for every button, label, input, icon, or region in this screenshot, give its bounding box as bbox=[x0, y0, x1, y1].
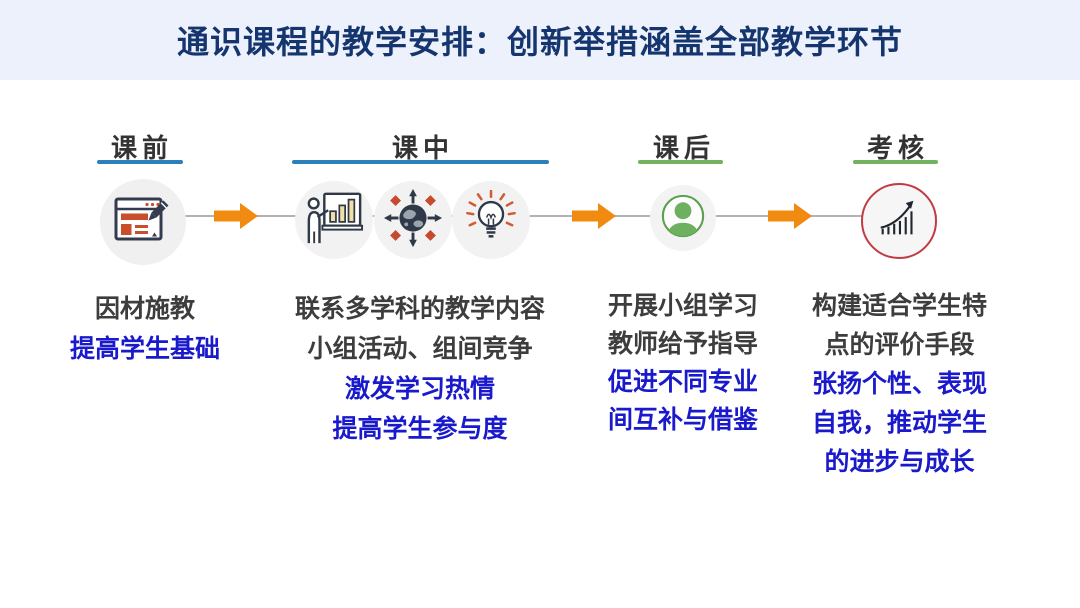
flow-arrow-icon bbox=[768, 203, 812, 229]
pre-class-underline bbox=[97, 160, 183, 164]
in-class-node-presenter bbox=[295, 181, 373, 259]
globe-arrows-icon bbox=[382, 187, 444, 254]
pre-class-node bbox=[100, 179, 186, 265]
growth-chart-icon bbox=[875, 195, 923, 248]
note-line: 教师给予指导 bbox=[607, 330, 758, 358]
after-class-node bbox=[650, 185, 716, 251]
stage-label-after-class: 课后 bbox=[652, 133, 716, 163]
stage-label-assessment: 考核 bbox=[866, 133, 930, 163]
in-class-node-globe bbox=[374, 181, 452, 259]
note-line: 点的评价手段 bbox=[824, 331, 975, 359]
title-banner: 通识课程的教学安排：创新举措涵盖全部教学环节 bbox=[0, 0, 1080, 80]
note-line: 自我，推动学生 bbox=[811, 409, 987, 437]
note-line: 提高学生参与度 bbox=[332, 415, 508, 443]
pre-class-notes: 因材施教 提高学生基础 bbox=[35, 289, 255, 369]
note-line: 小组活动、组间竞争 bbox=[307, 335, 533, 363]
note-line: 联系多学科的教学内容 bbox=[294, 295, 545, 323]
note-line: 张扬个性、表现 bbox=[811, 370, 987, 398]
after-class-underline bbox=[638, 160, 723, 164]
note-line: 因材施教 bbox=[94, 295, 195, 323]
flow-arrow-icon bbox=[572, 203, 616, 229]
assessment-notes: 构建适合学生特 点的评价手段 张扬个性、表现 自我，推动学生 的进步与成长 bbox=[797, 287, 1002, 482]
note-line: 间互补与借鉴 bbox=[607, 406, 758, 434]
after-class-notes: 开展小组学习 教师给予指导 促进不同专业 间互补与借鉴 bbox=[583, 287, 783, 439]
in-class-notes: 联系多学科的教学内容 小组活动、组间竞争 激发学习热情 提高学生参与度 bbox=[275, 289, 565, 449]
student-avatar-icon bbox=[660, 193, 706, 244]
note-line: 构建适合学生特 bbox=[811, 292, 987, 320]
in-class-underline bbox=[292, 160, 549, 164]
slide-title: 通识课程的教学安排：创新举措涵盖全部教学环节 bbox=[176, 24, 903, 60]
note-line: 开展小组学习 bbox=[607, 292, 758, 320]
note-line: 激发学习热情 bbox=[344, 375, 495, 403]
note-line: 促进不同专业 bbox=[607, 368, 758, 396]
presenter-chart-icon bbox=[304, 190, 364, 251]
assessment-underline bbox=[853, 160, 938, 164]
stage-label-in-class: 课中 bbox=[391, 133, 455, 163]
stage-label-pre-class: 课前 bbox=[110, 133, 174, 163]
in-class-node-lightbulb bbox=[452, 181, 530, 259]
flow-connector-line bbox=[143, 215, 937, 217]
flow-arrow-icon bbox=[214, 203, 258, 229]
note-line: 的进步与成长 bbox=[824, 448, 975, 476]
note-line: 提高学生基础 bbox=[69, 335, 220, 363]
assessment-node bbox=[861, 183, 937, 259]
lightbulb-icon bbox=[464, 189, 518, 251]
webpage-edit-icon bbox=[114, 195, 172, 250]
